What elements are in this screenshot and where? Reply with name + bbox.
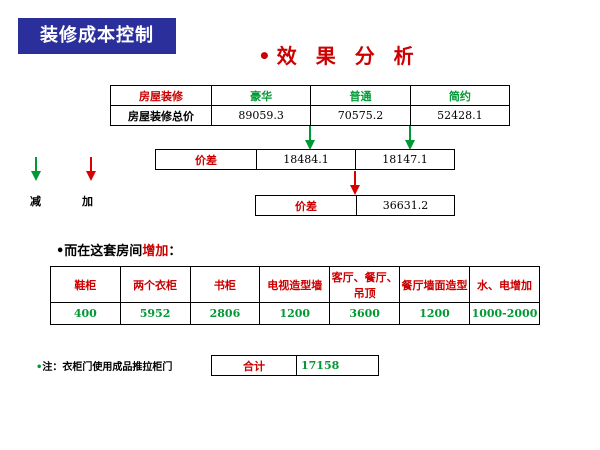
note-content: 注：衣柜门使用成品推拉柜门 (42, 362, 173, 373)
price-row-label: 房屋装修总价 (110, 105, 212, 126)
legend-increase-label: 加 (82, 195, 93, 208)
price-header-simple: 简约 (409, 85, 511, 106)
down-arrow-icon (350, 171, 360, 195)
item-value-dining-wall: 1200 (399, 302, 470, 325)
item-value-wardrobes: 5952 (119, 302, 191, 325)
price-table-row: 房屋装修总价 89059.3 70575.2 52428.1 (110, 105, 511, 126)
price-table-header-row: 房屋装修 豪华 普通 简约 (110, 85, 511, 106)
diff-table-row: 价差 18484.1 18147.1 (155, 149, 455, 170)
total-table: 合计 17158 (211, 355, 379, 376)
price-value-luxury: 89059.3 (210, 105, 312, 126)
item-value-shoe-cabinet: 400 (50, 302, 121, 325)
item-header-ceiling: 客厅、餐厅、吊顶 (329, 266, 401, 303)
item-value-ceiling: 3600 (329, 302, 401, 325)
item-value-bookcase: 2806 (189, 302, 261, 325)
items-value-row: 400 5952 2806 1200 3600 1200 1000-2000 (50, 302, 541, 325)
price-header-standard: 普通 (310, 85, 411, 106)
title-banner: 装修成本控制 (18, 18, 176, 54)
sentence-prefix: •而在这套房间 (56, 244, 143, 259)
item-value-tv-wall: 1200 (259, 302, 331, 325)
sentence-suffix: ： (168, 244, 182, 259)
price-table: 房屋装修 豪华 普通 简约 房屋装修总价 89059.3 70575.2 524… (110, 85, 511, 126)
total-diff-row: 价差 36631.2 (255, 195, 455, 216)
increase-sentence: •而在这套房间增加： (56, 240, 181, 259)
price-value-simple: 52428.1 (409, 105, 511, 126)
sentence-highlight: 增加 (142, 244, 169, 259)
total-diff-label: 价差 (255, 195, 357, 216)
total-diff-table: 价差 36631.2 (255, 195, 455, 216)
diff-value-2: 18147.1 (355, 149, 455, 170)
item-header-tv-wall: 电视造型墙 (259, 266, 331, 303)
item-header-plumbing: 水、电增加 (468, 266, 541, 303)
increase-arrow-icon (86, 157, 96, 181)
item-header-wardrobes: 两个衣柜 (119, 266, 191, 303)
note-text: •注：衣柜门使用成品推拉柜门 (36, 358, 172, 373)
legend-decrease-label: 减 (30, 195, 41, 208)
items-table: 鞋柜 两个衣柜 书柜 电视造型墙 客厅、餐厅、吊顶 餐厅墙面造型 水、电增加 4… (50, 266, 541, 325)
diff-table: 价差 18484.1 18147.1 (155, 149, 455, 170)
price-header-luxury: 豪华 (210, 85, 312, 106)
decrease-arrow-icon (31, 157, 41, 181)
price-value-standard: 70575.2 (310, 105, 411, 126)
price-header-category: 房屋装修 (110, 85, 212, 106)
item-header-dining-wall: 餐厅墙面造型 (399, 266, 470, 303)
total-row: 合计 17158 (211, 355, 379, 376)
item-header-shoe-cabinet: 鞋柜 (50, 266, 121, 303)
total-diff-value: 36631.2 (356, 195, 455, 216)
diff-value-1: 18484.1 (256, 149, 356, 170)
down-arrow-icon (405, 126, 415, 150)
note-bullet: • (36, 362, 43, 373)
item-value-plumbing: 1000-2000 (468, 302, 541, 325)
total-value: 17158 (296, 355, 379, 376)
section-heading: •效 果 分 析 (258, 44, 420, 68)
diff-label: 价差 (155, 149, 257, 170)
total-label: 合计 (211, 355, 297, 376)
items-header-row: 鞋柜 两个衣柜 书柜 电视造型墙 客厅、餐厅、吊顶 餐厅墙面造型 水、电增加 (50, 266, 541, 303)
down-arrow-icon (305, 126, 315, 150)
item-header-bookcase: 书柜 (189, 266, 261, 303)
